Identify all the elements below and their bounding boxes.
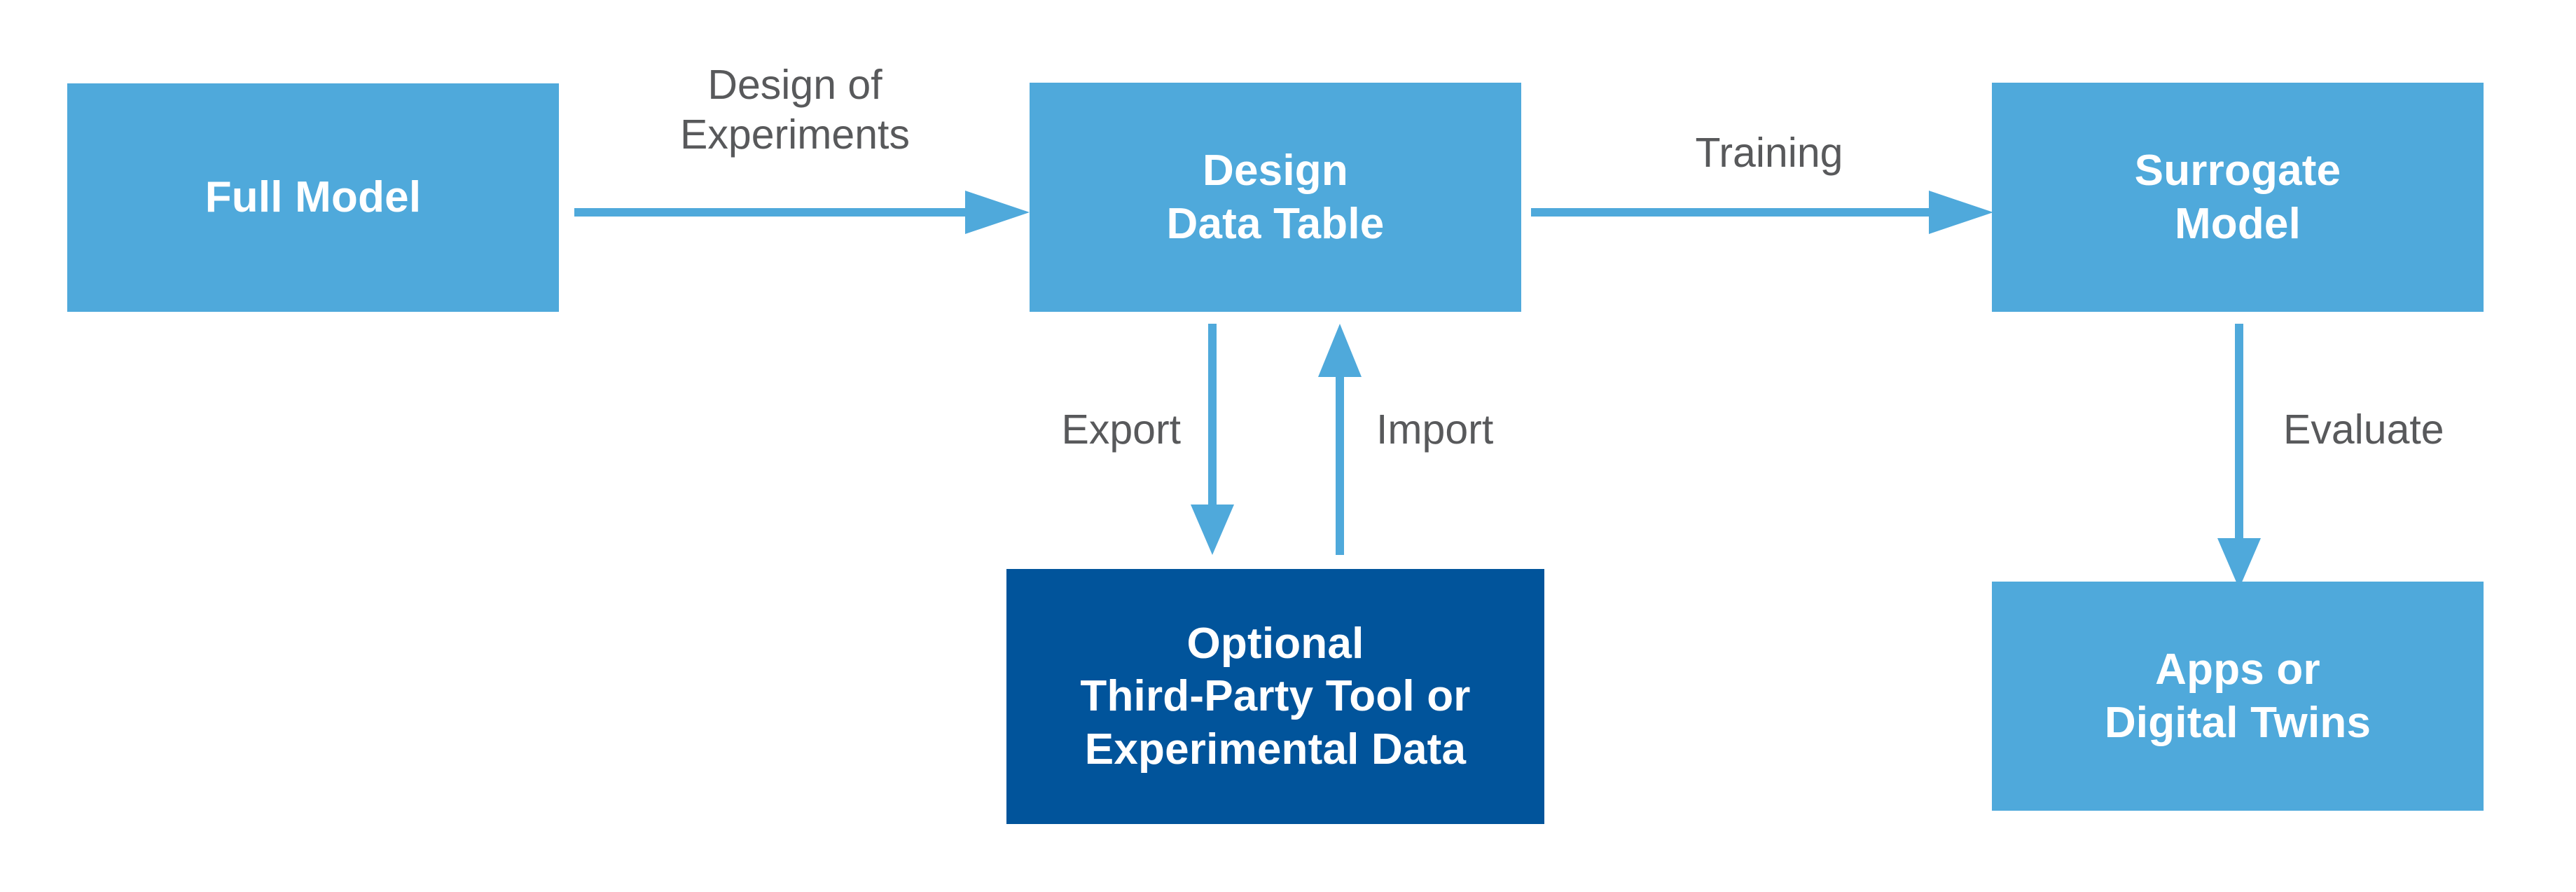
- node-surrogate-model-label: Surrogate Model: [2134, 146, 2341, 248]
- edge-label-design-of-experiments: Design of Experiments: [680, 62, 910, 158]
- arrow-export: [1191, 324, 1234, 555]
- node-design-data-table-label: Design Data Table: [1166, 146, 1385, 248]
- node-optional-third-party-tool[interactable]: Optional Third-Party Tool or Experimenta…: [1006, 569, 1544, 824]
- edge-label-import: Import: [1376, 406, 1494, 453]
- node-optional-third-party-tool-label: Optional Third-Party Tool or Experimenta…: [1080, 619, 1471, 774]
- node-surrogate-model[interactable]: Surrogate Model: [1992, 83, 2484, 312]
- edge-label-evaluate: Evaluate: [2283, 406, 2444, 453]
- arrow-import: [1318, 324, 1362, 555]
- arrow-training: [1531, 191, 2000, 234]
- edge-label-export: Export: [1061, 406, 1181, 453]
- node-full-model[interactable]: Full Model: [67, 83, 559, 312]
- node-apps-or-digital-twins-label: Apps or Digital Twins: [2104, 645, 2371, 747]
- edge-label-training: Training: [1695, 130, 1843, 176]
- node-design-data-table[interactable]: Design Data Table: [1030, 83, 1521, 312]
- node-full-model-label: Full Model: [205, 173, 422, 222]
- arrow-evaluate: [2217, 324, 2261, 589]
- arrow-design-of-experiments: [574, 191, 1037, 234]
- node-apps-or-digital-twins[interactable]: Apps or Digital Twins: [1992, 582, 2484, 811]
